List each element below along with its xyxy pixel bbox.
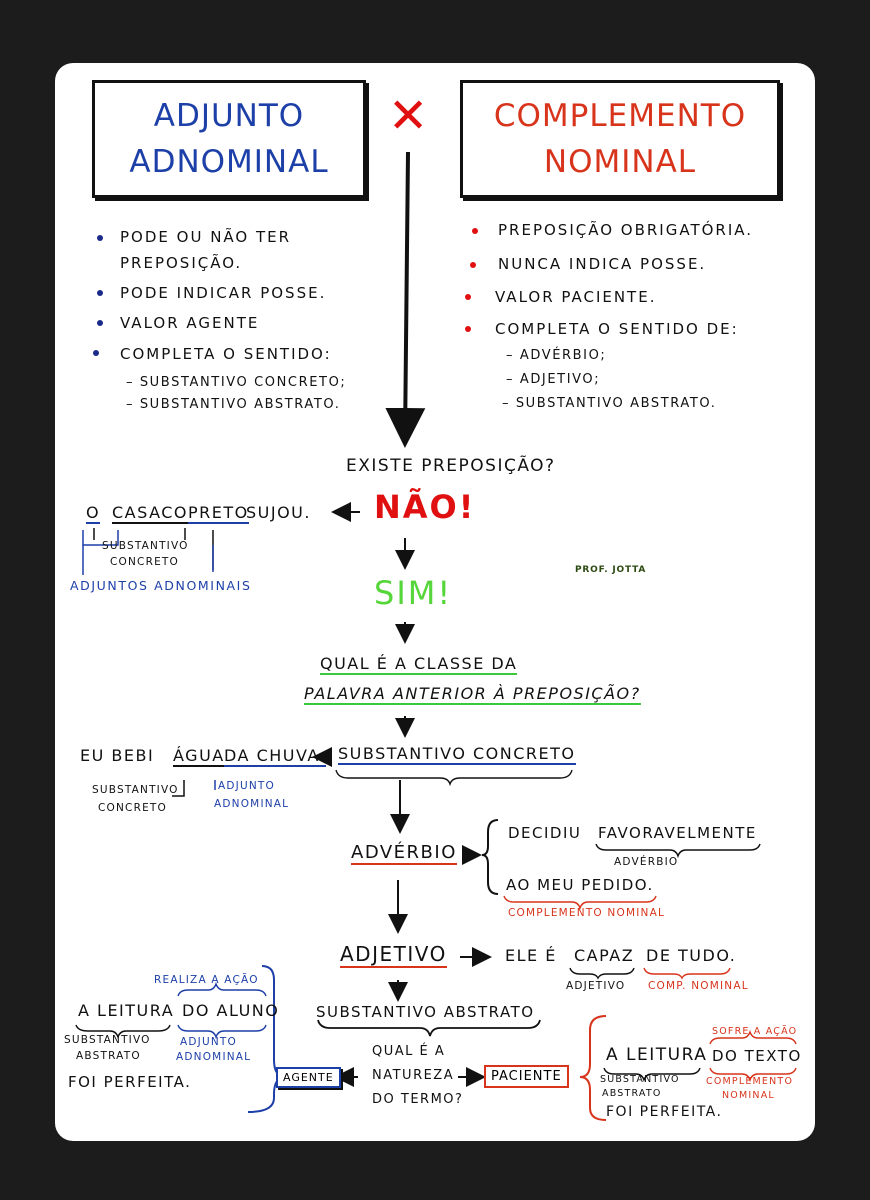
left-ex-foi: FOI PERFEITA.	[68, 1073, 192, 1091]
bullet-dot	[97, 290, 103, 296]
left-sub: – SUBSTANTIVO CONCRETO;	[126, 375, 347, 390]
adverbio-label: ADVÉRBIO	[351, 842, 457, 865]
left-point: PODE OU NÃO TER	[120, 228, 292, 246]
left-ex-realiza: REALIZA A AÇÃO	[154, 974, 259, 986]
ex1-sujou: SUJOU.	[246, 503, 311, 522]
left-point: VALOR AGENTE	[120, 314, 260, 332]
question-natureza-line3: DO TERMO?	[372, 1092, 464, 1107]
right-point: NUNCA INDICA POSSE.	[498, 255, 707, 273]
subst-abstrato-label: SUBSTANTIVO ABSTRATO	[316, 1003, 535, 1021]
left-point: COMPLETA O SENTIDO:	[120, 345, 332, 363]
right-ex-cn2: NOMINAL	[722, 1090, 775, 1101]
right-title-box: COMPLEMENTO NOMINAL	[460, 80, 780, 198]
right-sub: – ADJETIVO;	[506, 372, 601, 387]
ex1-casaco: CASACO	[112, 503, 188, 524]
ex2-adj1: ADJUNTO	[218, 780, 275, 792]
bullet-dot	[465, 294, 471, 300]
ex2-note2: CONCRETO	[98, 802, 167, 814]
question-classe-line2: PALAVRA ANTERIOR À PREPOSIÇÃO?	[304, 684, 641, 705]
adjetivo-capaz: CAPAZ	[574, 946, 635, 965]
left-title-line2: ADNOMINAL	[129, 144, 329, 180]
bullet-dot	[97, 320, 103, 326]
left-ex-adj1: ADJUNTO	[180, 1036, 237, 1048]
bullet-dot	[97, 235, 103, 241]
nao-label: NÃO!	[374, 488, 476, 526]
ex2-eu-bebi: EU BEBI	[80, 746, 155, 765]
bullet-dot	[465, 326, 471, 332]
left-ex-adj2: ADNOMINAL	[176, 1051, 252, 1063]
ex1-note2: CONCRETO	[110, 556, 179, 568]
right-point: PREPOSIÇÃO OBRIGATÓRIA.	[498, 221, 754, 239]
card	[55, 63, 815, 1141]
sim-label: SIM!	[374, 574, 453, 612]
left-ex-a-leitura: A LEITURA	[78, 1001, 175, 1020]
right-ex-note1: SUBSTANTIVO	[600, 1074, 680, 1085]
ex2-da-chuva: DA CHUVA.	[224, 746, 327, 767]
ex2-subst-concreto: SUBSTANTIVO CONCRETO	[338, 744, 576, 765]
right-point: COMPLETA O SENTIDO DE:	[495, 320, 739, 338]
versus-icon: ✕	[388, 88, 429, 144]
bullet-dot	[470, 262, 476, 268]
adjetivo-de-tudo: DE TUDO.	[646, 946, 737, 965]
left-sub: – SUBSTANTIVO ABSTRATO.	[126, 397, 341, 412]
ex1-label: ADJUNTOS ADNOMINAIS	[70, 578, 252, 593]
left-ex-note1: SUBSTANTIVO	[64, 1034, 151, 1046]
ex1-o: O	[86, 503, 101, 524]
bullet-dot	[472, 228, 478, 234]
right-ex-do-texto: DO TEXTO	[712, 1047, 802, 1065]
adverbio-note: ADVÉRBIO	[614, 856, 679, 868]
question-preposicao: EXISTE PREPOSIÇÃO?	[346, 456, 556, 476]
right-ex-cn1: COMPLEMENTO	[706, 1076, 794, 1087]
bullet-dot	[93, 350, 99, 356]
author-credit: PROF. JOTTA	[575, 565, 647, 575]
left-point: PODE INDICAR POSSE.	[120, 284, 327, 302]
right-ex-sofre: SOFRE A AÇÃO	[712, 1026, 798, 1037]
right-title-line1: COMPLEMENTO	[493, 98, 747, 134]
left-ex-do-aluno: DO ALUNO	[182, 1001, 280, 1020]
adverbio-ao-meu-pedido: AO MEU PEDIDO.	[506, 876, 654, 894]
adjetivo-label: ADJETIVO	[340, 942, 447, 968]
right-ex-a-leitura: A LEITURA	[606, 1045, 708, 1065]
adjetivo-ele-e: ELE É	[505, 946, 557, 965]
question-classe-line1: QUAL É A CLASSE DA	[320, 654, 518, 675]
question-natureza-line2: NATUREZA	[372, 1068, 455, 1083]
left-point: PREPOSIÇÃO.	[120, 254, 243, 272]
ex2-note1: SUBSTANTIVO	[92, 784, 179, 796]
right-sub: – SUBSTANTIVO ABSTRATO.	[502, 396, 717, 411]
right-sub: – ADVÉRBIO;	[506, 348, 607, 363]
right-title-line2: NOMINAL	[543, 144, 697, 180]
adverbio-cn: COMPLEMENTO NOMINAL	[508, 907, 665, 919]
right-ex-note2: ABSTRATO	[602, 1088, 662, 1099]
left-ex-note2: ABSTRATO	[76, 1050, 141, 1062]
ex2-adj2: ADNOMINAL	[214, 798, 290, 810]
paciente-box: PACIENTE	[484, 1065, 569, 1088]
left-title-line1: ADJUNTO	[153, 98, 305, 134]
adverbio-favoravelmente: FAVORAVELMENTE	[598, 824, 757, 842]
ex2-agua: ÁGUA	[173, 746, 225, 767]
question-natureza-line1: QUAL É A	[372, 1044, 446, 1059]
agente-box: AGENTE	[276, 1067, 341, 1088]
adjetivo-cn: COMP. NOMINAL	[648, 980, 749, 992]
right-ex-foi: FOI PERFEITA.	[606, 1104, 723, 1120]
ex1-preto: PRETO	[188, 503, 249, 524]
adverbio-decidiu: DECIDIU	[508, 824, 582, 842]
left-title-box: ADJUNTO ADNOMINAL	[92, 80, 366, 198]
ex1-note1: SUBSTANTIVO	[102, 540, 189, 552]
adjetivo-note: ADJETIVO	[566, 980, 626, 992]
right-point: VALOR PACIENTE.	[495, 288, 657, 306]
